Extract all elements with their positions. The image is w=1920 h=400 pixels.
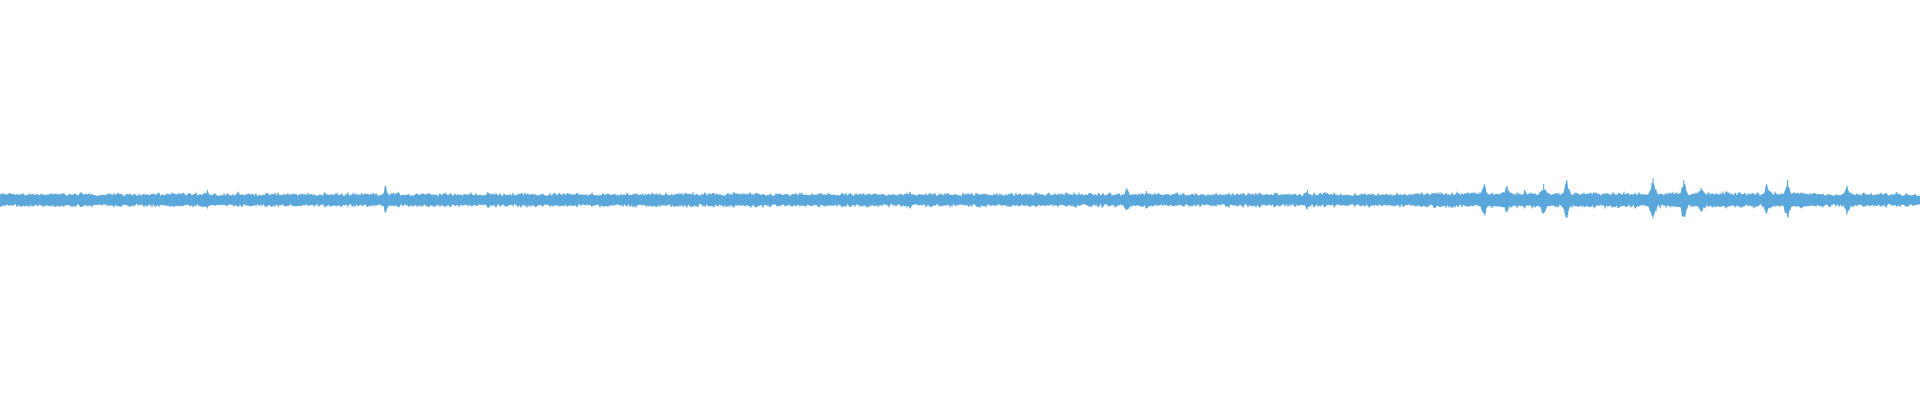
waveform-series [0,178,1920,219]
waveform-envelope [0,181,1920,219]
